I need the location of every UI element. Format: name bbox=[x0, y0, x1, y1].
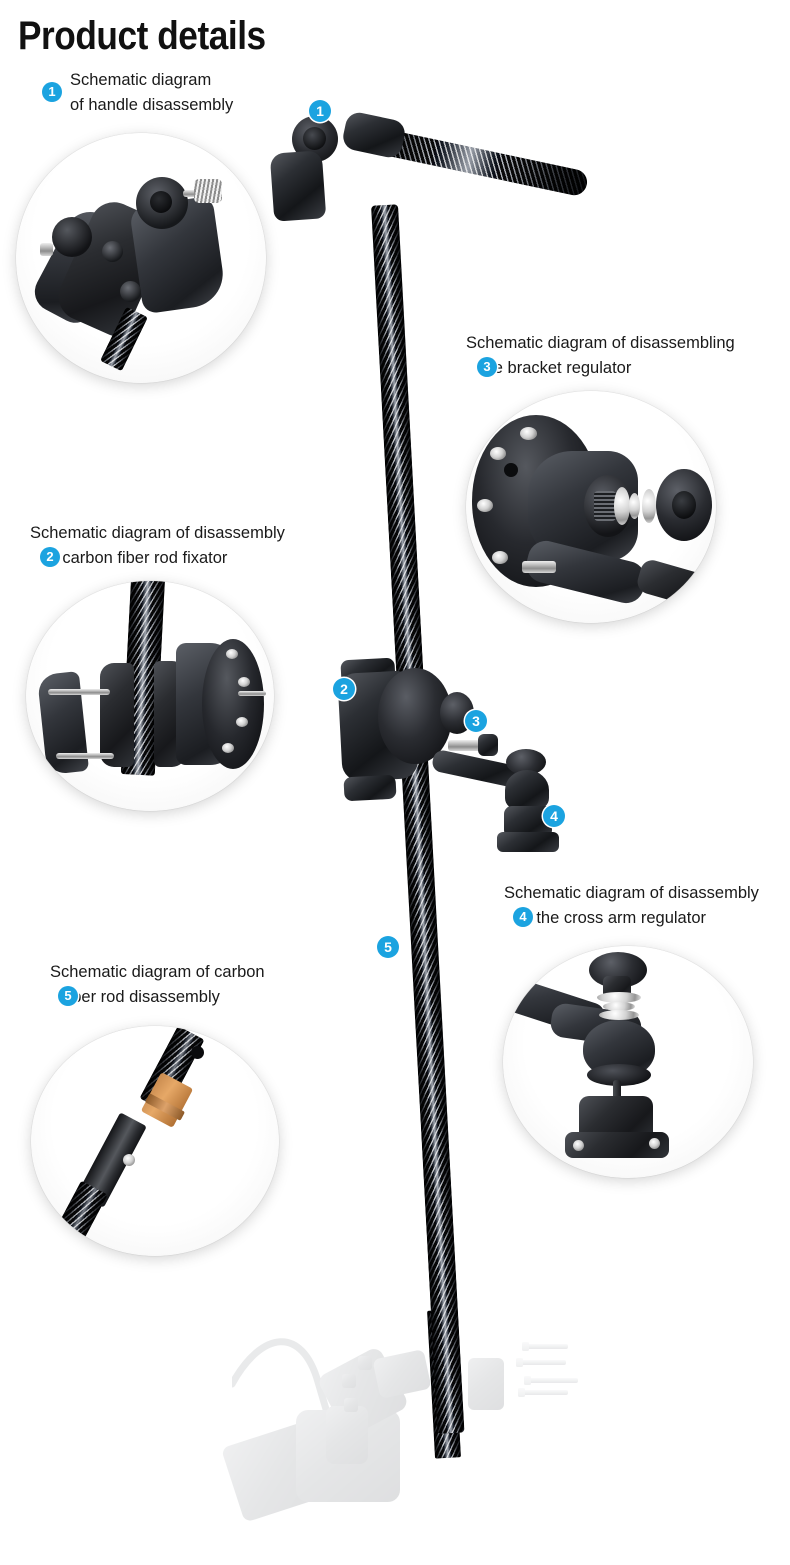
hero-marker-5: 5 bbox=[377, 936, 399, 958]
inset-1-screw-lower bbox=[120, 281, 141, 302]
inset-3-plate-hole-4 bbox=[492, 551, 508, 564]
inset-3-plate-hole-3 bbox=[477, 499, 493, 512]
hero-bracket-pin bbox=[448, 740, 486, 751]
inset-3-washer-3 bbox=[642, 489, 656, 523]
hero-hub-lower-clamp bbox=[343, 774, 397, 802]
hero-elbow-screw bbox=[303, 127, 326, 150]
callout-5-inset-image bbox=[31, 1026, 279, 1256]
inset-2-bolt-lower bbox=[56, 753, 114, 759]
callout-2-badge: 2 bbox=[40, 547, 60, 567]
ghost-base-connector bbox=[326, 1406, 368, 1464]
inset-2-plate-hole-3 bbox=[236, 717, 248, 727]
callout-3-caption-line2: the bracket regulator bbox=[480, 359, 632, 377]
inset-4-lower-washer bbox=[587, 1064, 651, 1086]
hero-top-collar bbox=[269, 150, 327, 222]
callout-1-caption-line2: of handle disassembly bbox=[70, 96, 234, 114]
ghost-base-clamp-half bbox=[468, 1358, 504, 1410]
inset-3-knob-center bbox=[672, 491, 696, 519]
callout-4-caption-line2: of the cross arm regulator bbox=[518, 909, 706, 927]
ghost-bolt-2 bbox=[516, 1358, 566, 1367]
ghost-bolt-3 bbox=[524, 1376, 578, 1385]
callout-5-caption-line2: fiber rod disassembly bbox=[64, 988, 220, 1006]
inset-1-pin-thread bbox=[194, 179, 222, 203]
callout-3-badge: 3 bbox=[477, 357, 497, 377]
callout-1-badge: 1 bbox=[42, 82, 62, 102]
inset-4-base-hole-1 bbox=[573, 1140, 584, 1151]
ghost-base-body bbox=[296, 1410, 400, 1502]
hero-ghost-base bbox=[220, 1318, 586, 1558]
callout-5-badge: 5 bbox=[58, 986, 78, 1006]
inset-2-plate-hole-4 bbox=[222, 743, 234, 753]
ghost-nut-1 bbox=[358, 1356, 372, 1370]
hero-cross-arm-ball bbox=[505, 770, 549, 810]
hero-main-rod bbox=[371, 204, 465, 1434]
inset-2-bolt-upper bbox=[48, 689, 110, 695]
callout-2-caption: Schematic diagram of disassembly of carb… bbox=[30, 521, 285, 571]
ghost-nut-2 bbox=[342, 1374, 356, 1388]
hero-cross-arm-footplate bbox=[497, 832, 559, 852]
page-title: Product details bbox=[18, 14, 266, 58]
hero-marker-4: 4 bbox=[543, 805, 565, 827]
callout-1-inset-image bbox=[16, 133, 266, 383]
inset-1-pivot-hole bbox=[150, 191, 172, 213]
callout-2-inset-image bbox=[26, 581, 274, 811]
hero-handle-sleeve bbox=[340, 110, 408, 160]
inset-3-socket-teeth bbox=[594, 491, 616, 521]
inset-4-washer-3 bbox=[599, 1010, 639, 1020]
callout-3-caption-line1: Schematic diagram of disassembling bbox=[466, 334, 735, 352]
inset-1-screw-upper bbox=[102, 241, 123, 262]
hero-marker-1: 1 bbox=[309, 100, 331, 122]
ghost-bolt-1 bbox=[522, 1342, 568, 1351]
inset-1-pivot-left bbox=[52, 217, 92, 257]
inset-2-plate-hole-1 bbox=[226, 649, 238, 659]
callout-4-badge: 4 bbox=[513, 907, 533, 927]
hero-hub-plate bbox=[378, 668, 452, 764]
callout-5-caption: Schematic diagram of carbon fiber rod di… bbox=[50, 960, 265, 1010]
ghost-bolt-4 bbox=[518, 1388, 568, 1397]
inset-3-washer-2 bbox=[629, 493, 640, 519]
inset-3-plate-center-hole bbox=[504, 463, 518, 477]
callout-1-caption: Schematic diagram of handle disassembly bbox=[70, 68, 233, 118]
ghost-nut-3 bbox=[344, 1398, 358, 1412]
inset-2-bolt-right bbox=[238, 691, 266, 696]
callout-2-caption-line1: Schematic diagram of disassembly bbox=[30, 524, 285, 542]
callout-4-caption: Schematic diagram of disassembly of the … bbox=[504, 881, 759, 931]
callout-4-inset-image bbox=[503, 946, 753, 1178]
inset-3-arm-pin bbox=[522, 561, 556, 573]
hero-marker-3: 3 bbox=[465, 710, 487, 732]
callout-3-caption: Schematic diagram of disassembling the b… bbox=[466, 331, 735, 381]
inset-5-rod-screw bbox=[123, 1154, 135, 1166]
callout-2-caption-line2: of carbon fiber rod fixator bbox=[44, 549, 228, 567]
inset-2-plate-hole-2 bbox=[238, 677, 250, 687]
hero-marker-2: 2 bbox=[333, 678, 355, 700]
callout-5-caption-line1: Schematic diagram of carbon bbox=[50, 963, 265, 981]
inset-3-plate-hole-2 bbox=[490, 447, 506, 460]
callout-1-caption-line1: Schematic diagram bbox=[70, 71, 212, 89]
inset-5-rod-hole bbox=[191, 1046, 204, 1059]
inset-4-washer-2 bbox=[603, 1002, 635, 1011]
callout-3-inset-image bbox=[466, 391, 716, 623]
ghost-cable-icon bbox=[232, 1338, 332, 1420]
inset-4-washer-1 bbox=[597, 992, 641, 1003]
hero-bracket-pin-cap bbox=[478, 734, 498, 756]
inset-2-collar-left bbox=[100, 663, 134, 767]
callout-4-caption-line1: Schematic diagram of disassembly bbox=[504, 884, 759, 902]
inset-1-nut bbox=[40, 243, 53, 256]
inset-3-washer-1 bbox=[614, 487, 630, 525]
inset-4-base-hole-2 bbox=[649, 1138, 660, 1149]
inset-3-plate-hole-1 bbox=[520, 427, 537, 440]
